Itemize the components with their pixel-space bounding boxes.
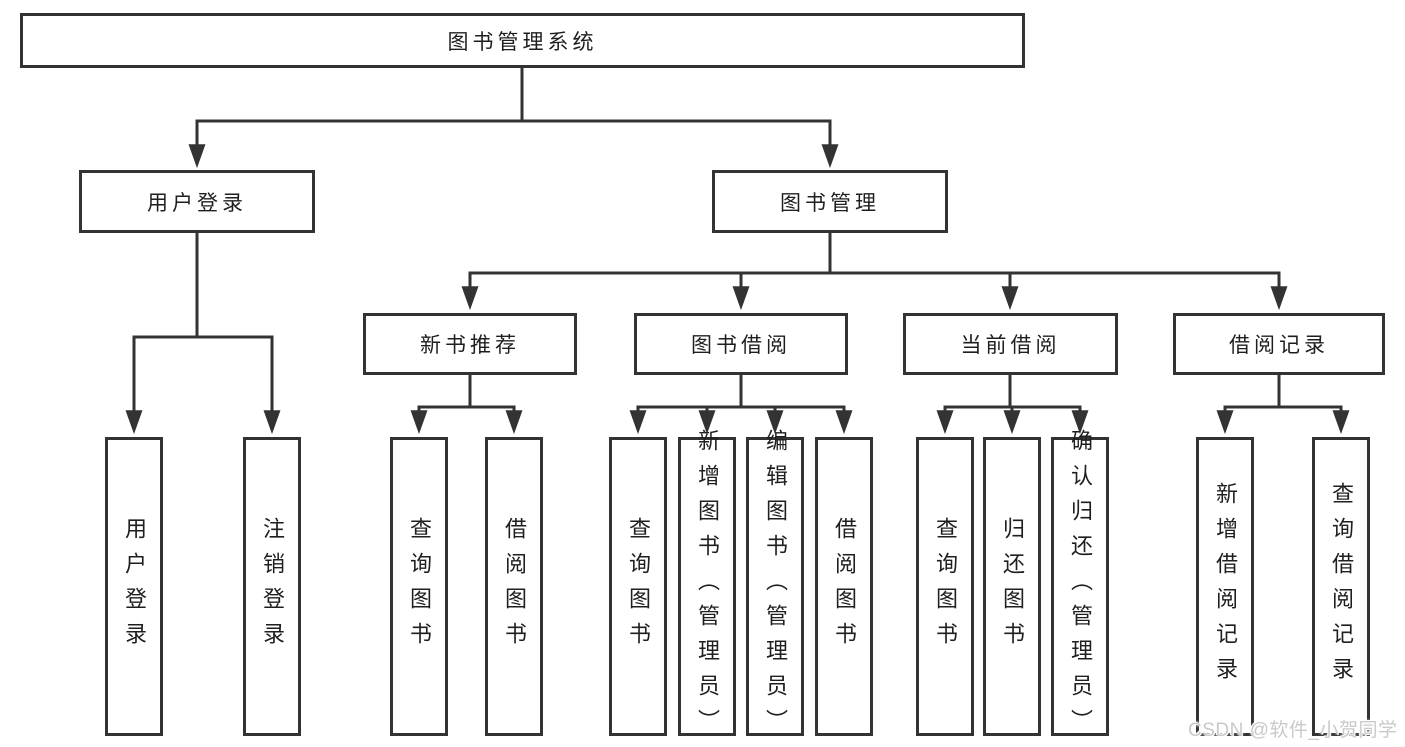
leaf-query-borrow-record: 查询借阅记录 — [1312, 437, 1370, 736]
node-book-borrowing: 图书借阅 — [634, 313, 848, 375]
leaf-label: 新增图书（管理员） — [695, 429, 720, 744]
leaf-label: 用户登录 — [122, 516, 147, 657]
leaf-add-borrow-record: 新增借阅记录 — [1196, 437, 1254, 736]
leaf-edit-book-admin: 编辑图书（管理员） — [746, 429, 804, 744]
leaf-return-book: 归还图书 — [983, 437, 1041, 736]
node-new-book-recommend: 新书推荐 — [363, 313, 577, 375]
leaf-query-books-current: 查询图书 — [916, 437, 974, 736]
leaf-label: 确认归还（管理员） — [1068, 429, 1093, 744]
csdn-watermark: CSDN @软件_小贺同学 — [1188, 720, 1398, 741]
leaf-borrow-books: 借阅图书 — [815, 437, 873, 736]
leaf-confirm-return-admin: 确认归还（管理员） — [1051, 429, 1109, 744]
leaf-label: 查询图书 — [407, 516, 432, 657]
leaf-label: 归还图书 — [1000, 516, 1025, 657]
leaf-label: 查询借阅记录 — [1329, 481, 1354, 692]
leaf-add-book-admin: 新增图书（管理员） — [678, 429, 736, 744]
leaf-user-login: 用户登录 — [105, 437, 163, 736]
node-borrow-records: 借阅记录 — [1173, 313, 1385, 375]
node-book-management-branch: 图书管理 — [712, 170, 948, 233]
leaf-label: 借阅图书 — [502, 516, 527, 657]
leaf-borrow-books-recommend: 借阅图书 — [485, 437, 543, 736]
leaf-label: 查询图书 — [626, 516, 651, 657]
leaf-label: 编辑图书（管理员） — [763, 429, 788, 744]
leaf-query-books-recommend: 查询图书 — [390, 437, 448, 736]
leaf-label: 借阅图书 — [832, 516, 857, 657]
node-current-borrowing: 当前借阅 — [903, 313, 1118, 375]
node-user-login-branch: 用户登录 — [79, 170, 315, 233]
leaf-query-books-borrow: 查询图书 — [609, 437, 667, 736]
leaf-logout: 注销登录 — [243, 437, 301, 736]
leaf-label: 新增借阅记录 — [1213, 481, 1238, 692]
node-root-library-system: 图书管理系统 — [20, 13, 1025, 68]
leaf-label: 查询图书 — [933, 516, 958, 657]
leaf-label: 注销登录 — [260, 516, 285, 657]
